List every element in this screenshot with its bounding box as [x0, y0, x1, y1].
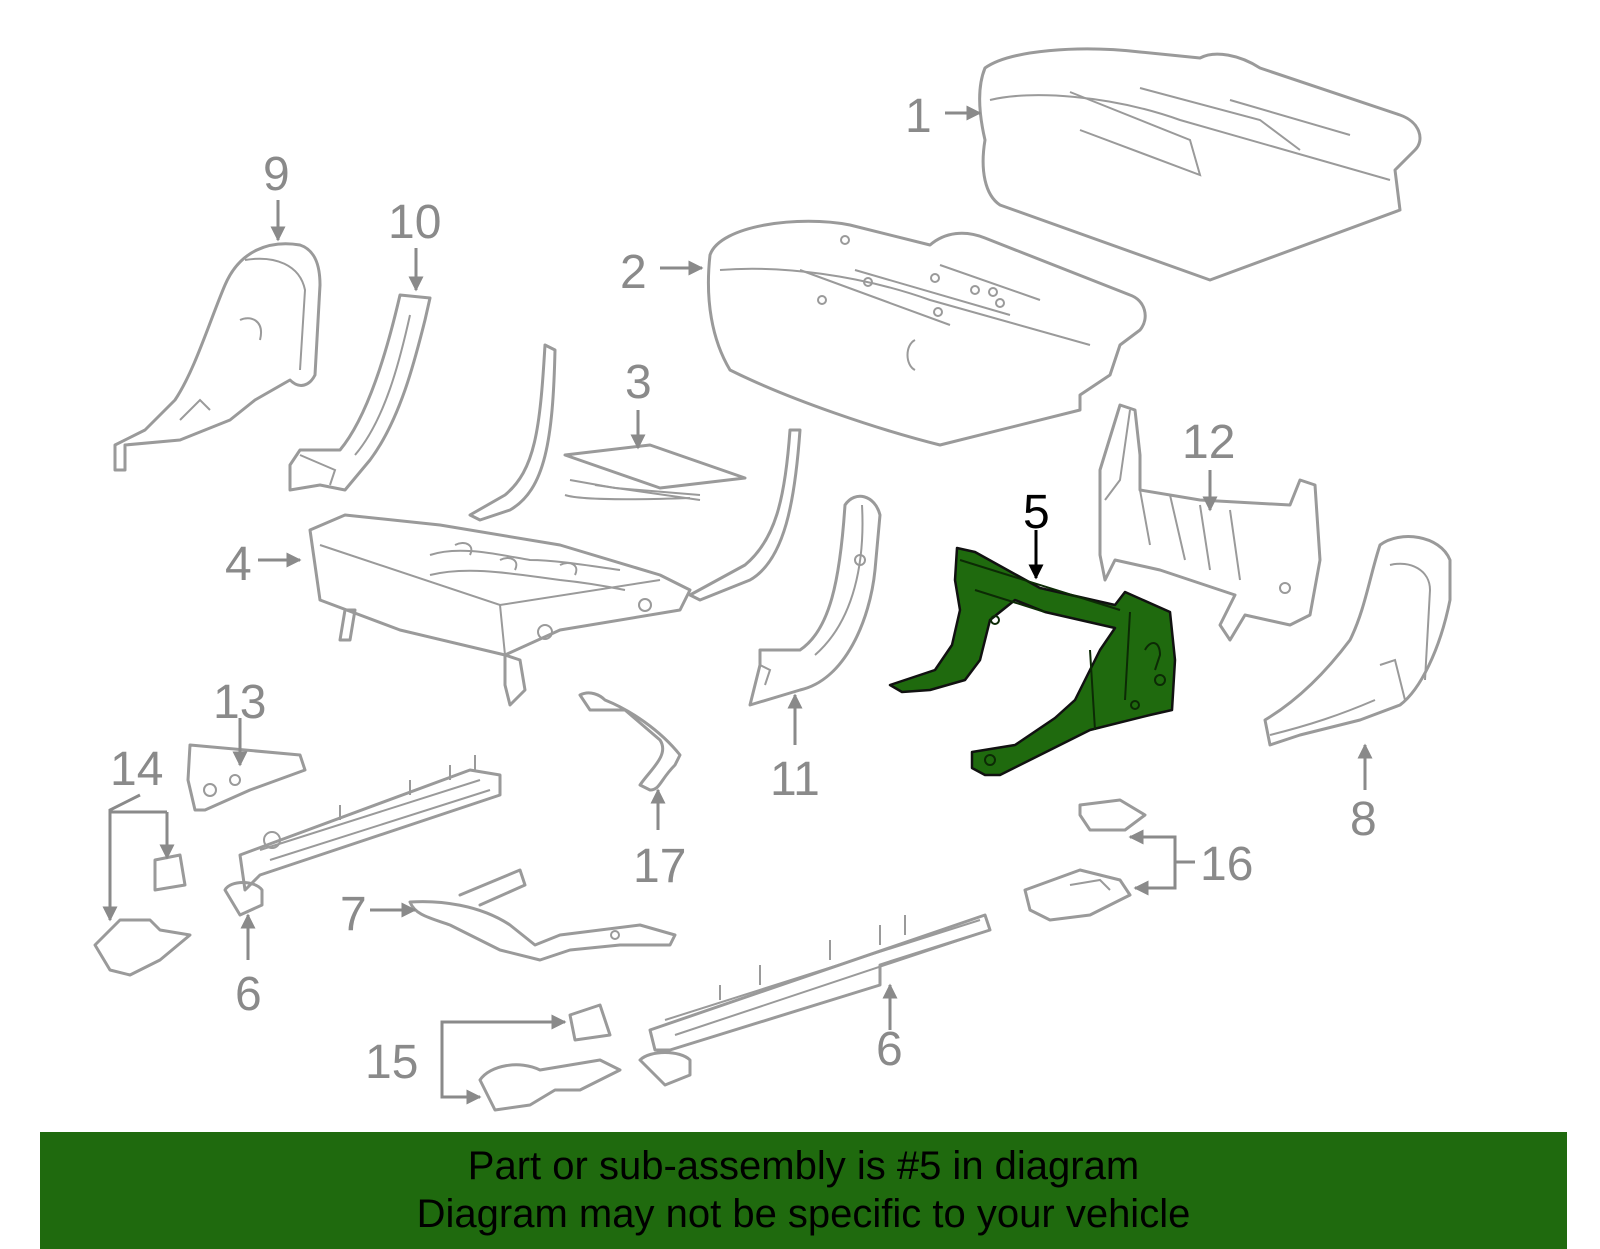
callout-9: 9 [263, 148, 290, 201]
callout-7: 7 [340, 888, 367, 941]
callout-13: 13 [213, 676, 266, 729]
part-16-caps [1023, 798, 1147, 922]
part-6-seat-track-left [223, 755, 502, 917]
part-5-highlighted-frame [888, 546, 1177, 777]
part-4-seat-frame [308, 343, 802, 707]
part-8-trim-panel [1263, 535, 1452, 747]
callout-5: 5 [1023, 486, 1050, 539]
part-10-trim-panel [288, 293, 432, 492]
part-17-cable [578, 691, 682, 792]
part-7-link [408, 868, 677, 962]
footer-banner: Part or sub-assembly is #5 in diagram Di… [40, 1132, 1567, 1249]
callout-2: 2 [620, 246, 647, 299]
part-3-pad [563, 443, 747, 501]
part-9-trim-panel [113, 242, 322, 472]
part-13-bracket [186, 743, 307, 812]
part-15-covers [478, 1003, 622, 1112]
part-6-seat-track-right [638, 913, 992, 1087]
callout-3: 3 [625, 356, 652, 409]
callout-17: 17 [633, 840, 686, 893]
part-2-seat-cushion [706, 219, 1147, 447]
callout-6-right: 6 [876, 1023, 903, 1076]
callout-12: 12 [1182, 416, 1235, 469]
callout-10: 10 [388, 196, 441, 249]
callout-11: 11 [770, 753, 820, 806]
callout-16: 16 [1200, 838, 1253, 891]
callout-8: 8 [1350, 793, 1377, 846]
callout-4: 4 [225, 538, 252, 591]
part-1-seat-cushion-top [978, 47, 1422, 282]
callout-14: 14 [110, 743, 163, 796]
leader-lines [102, 105, 1373, 1105]
callout-labels: 1 2 3 4 5 9 10 12 11 8 13 14 17 7 6 6 15… [110, 90, 1377, 1089]
part-12-back-bracket [1098, 403, 1322, 642]
callout-6-left: 6 [235, 968, 262, 1021]
callout-1: 1 [905, 90, 932, 143]
footer-line-2: Diagram may not be specific to your vehi… [416, 1192, 1191, 1236]
callout-15: 15 [365, 1036, 418, 1089]
footer-line-1: Part or sub-assembly is #5 in diagram [467, 1144, 1140, 1188]
part-11-trim-panel [748, 494, 882, 707]
